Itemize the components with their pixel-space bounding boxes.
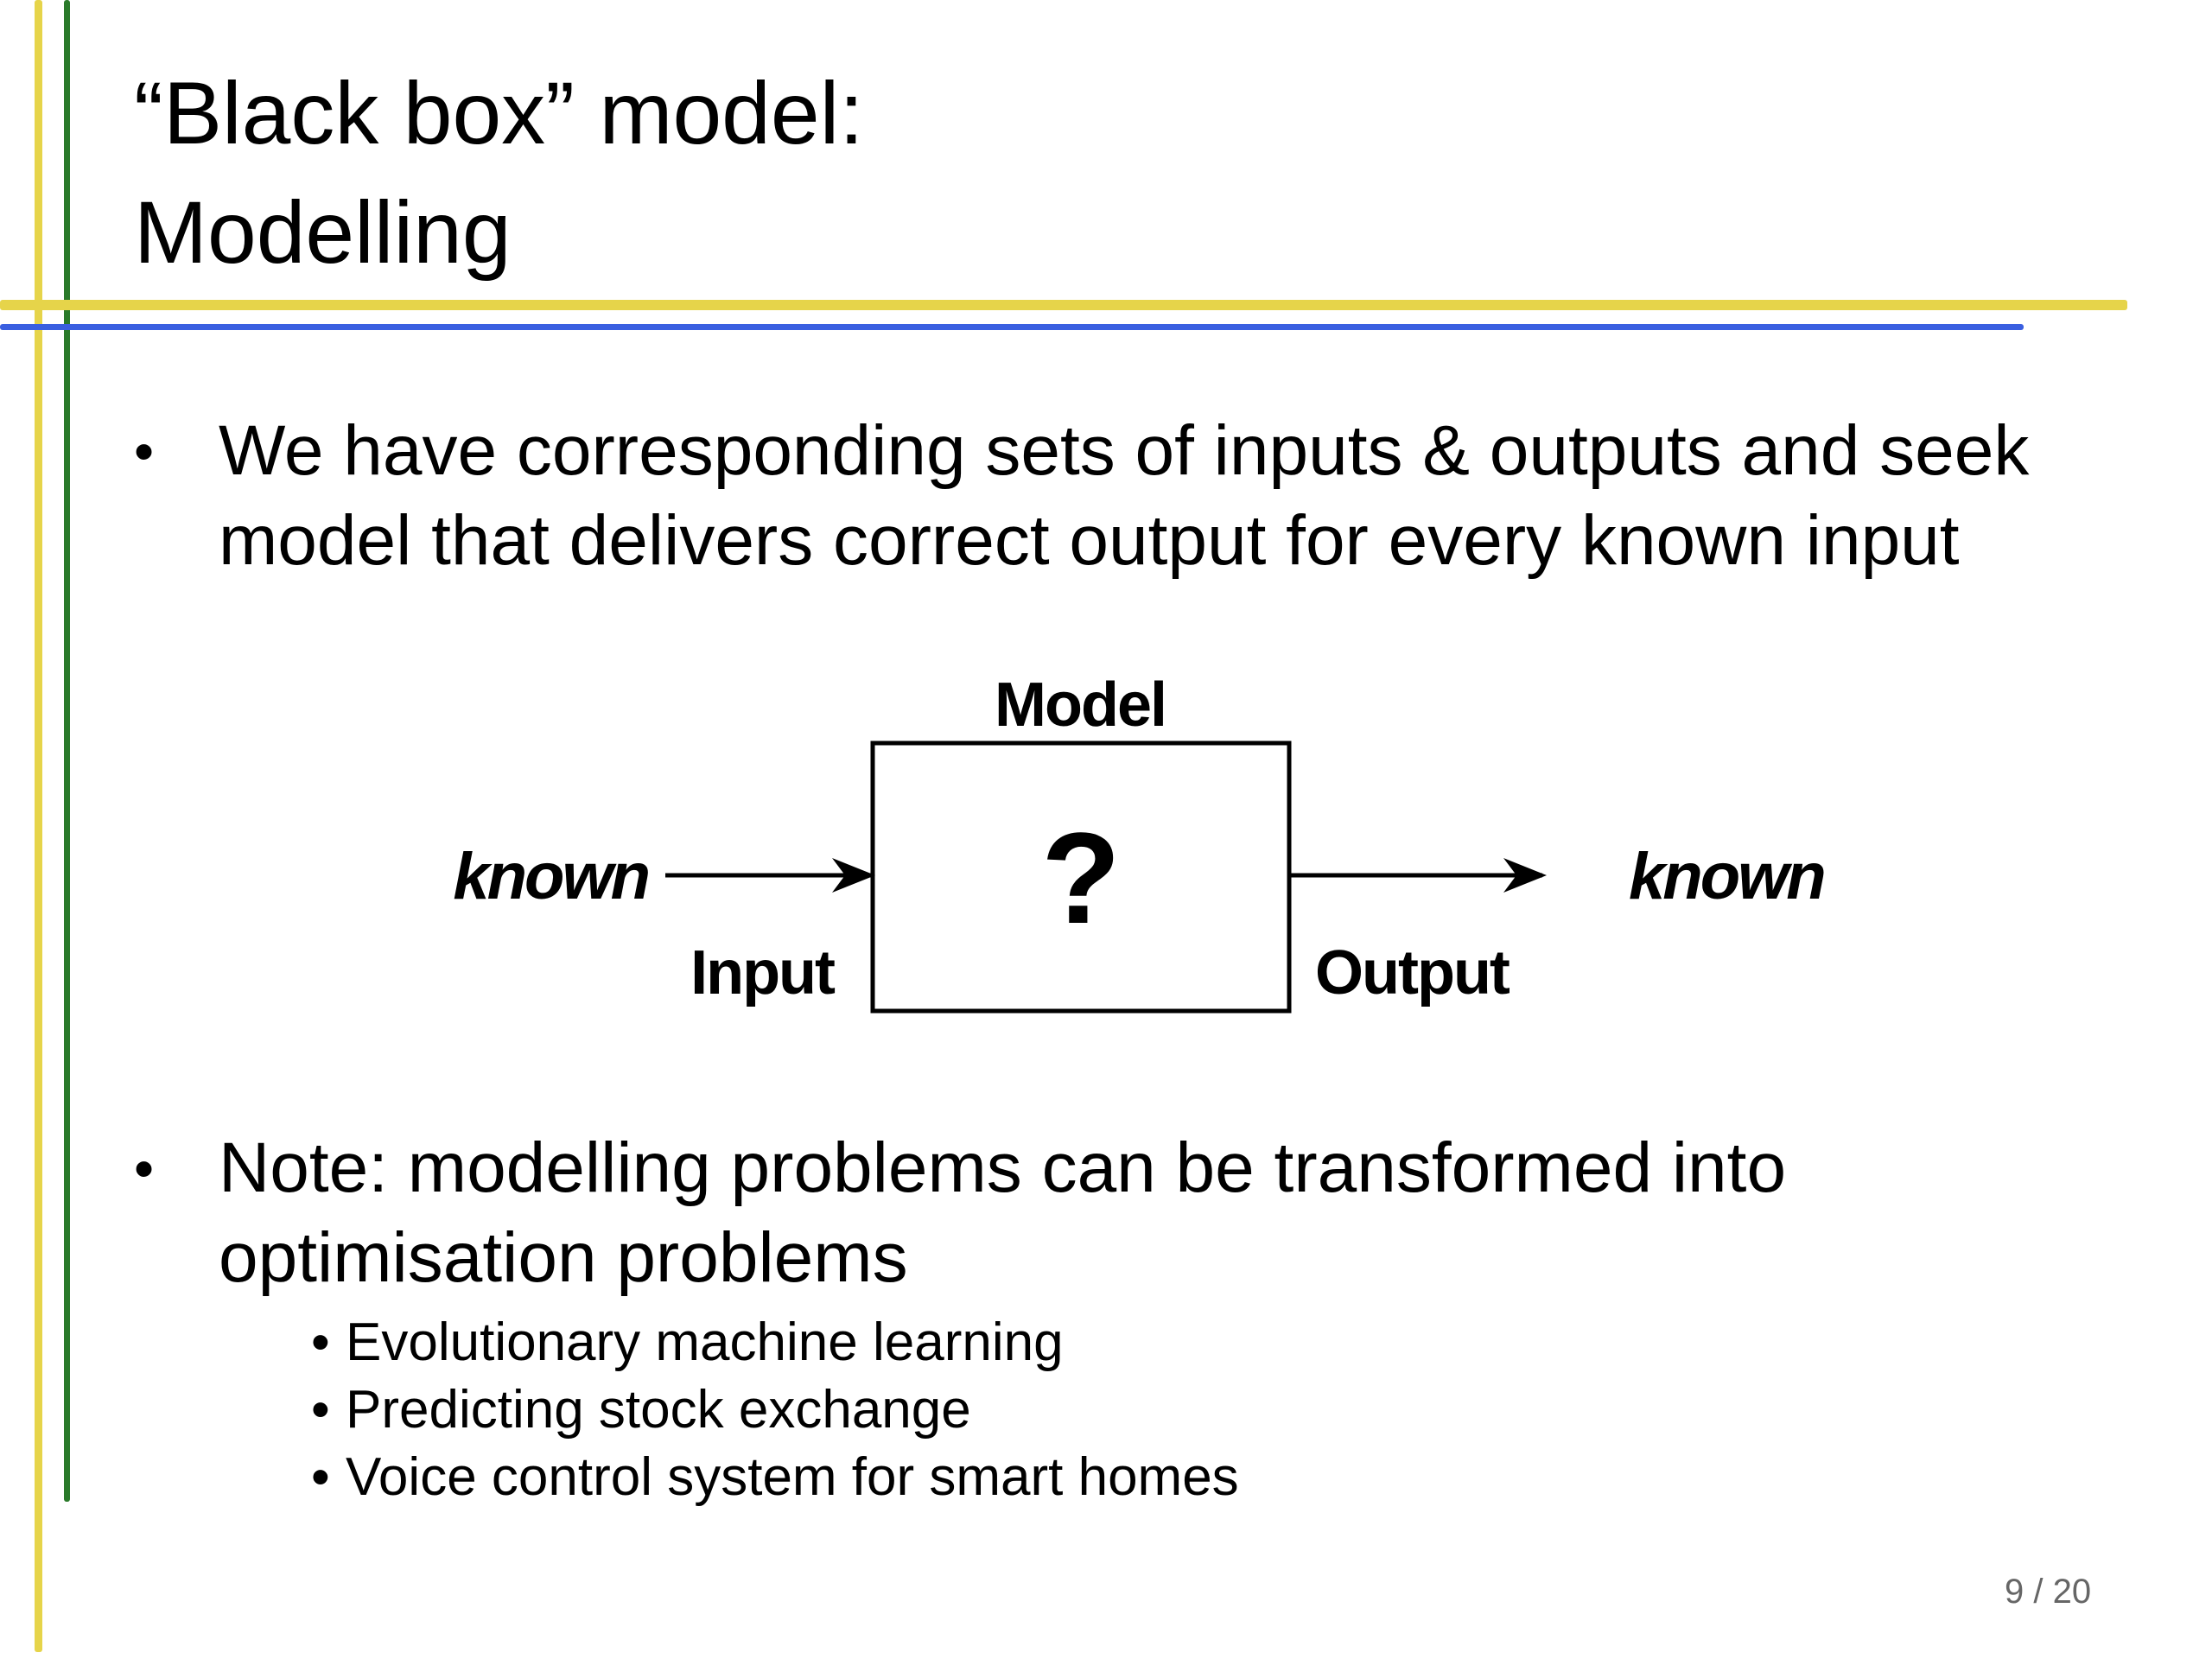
sub-bullet-symbol: • [311, 1380, 330, 1440]
page-number: 9 / 20 [2005, 1573, 2091, 1611]
bullet-text: Note: modelling problems can be transfor… [219, 1128, 1787, 1297]
sub-bullet-list: • Evolutionary machine learning • Predicti… [311, 1309, 1239, 1511]
bullet-symbol: • [134, 419, 155, 483]
slide-title-line-2: Modelling [134, 183, 512, 282]
input-label: Input [690, 938, 836, 1007]
vertical-accent-line-yellow [35, 0, 42, 1652]
sub-bullet-item: • Predicting stock exchange [311, 1376, 1239, 1444]
bullet-symbol: • [134, 1136, 155, 1200]
horizontal-accent-line-blue [0, 324, 2024, 330]
unknown-symbol: ? [1041, 805, 1121, 950]
slide-title-line-1: “Black box” model: [134, 64, 864, 162]
page-total: / 20 [2033, 1573, 2092, 1611]
model-label: Model [995, 671, 1166, 740]
output-known-label: known [1629, 840, 1824, 913]
slide-title: “Black box” model: Modelling [134, 54, 864, 292]
output-label: Output [1315, 938, 1510, 1007]
sub-bullet-symbol: • [311, 1313, 330, 1372]
sub-bullet-text: Voice control system for smart homes [346, 1447, 1239, 1507]
sub-bullet-symbol: • [311, 1447, 330, 1507]
sub-bullet-item: • Voice control system for smart homes [311, 1444, 1239, 1511]
sub-bullet-text: Predicting stock exchange [346, 1380, 971, 1440]
sub-bullet-text: Evolutionary machine learning [346, 1313, 1064, 1372]
bullet-text: We have corresponding sets of inputs & o… [219, 411, 2030, 580]
input-known-label: known [453, 840, 648, 913]
horizontal-accent-line-yellow [0, 300, 2127, 310]
vertical-accent-line-green [64, 0, 70, 1502]
sub-bullet-item: • Evolutionary machine learning [311, 1309, 1239, 1376]
page-current: 9 [2005, 1573, 2024, 1611]
